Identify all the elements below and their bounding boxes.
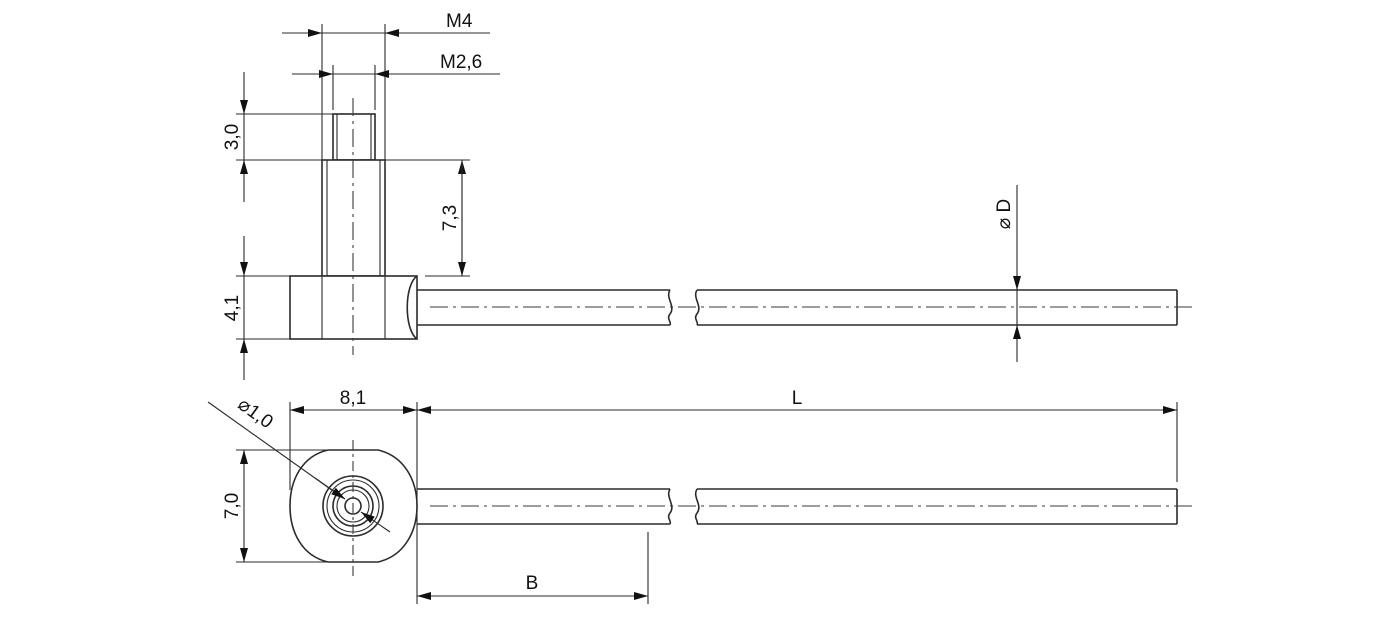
side-view <box>236 24 1193 380</box>
label-diameter-1-0: ⌀1,0 <box>234 394 277 433</box>
label-7-3: 7,3 <box>440 205 461 231</box>
dim-1-0-arrow-out <box>360 511 391 533</box>
cable-break-right <box>694 289 700 326</box>
label-length-l: L <box>792 388 803 409</box>
cable-top-break-right <box>694 488 700 525</box>
label-diameter-d: ⌀ D <box>994 199 1015 229</box>
label-7-0: 7,0 <box>222 493 243 519</box>
pin-thread-m26 <box>332 113 376 161</box>
cable-break-left <box>667 289 673 326</box>
label-8-1: 8,1 <box>340 388 366 409</box>
cable-top-break-left <box>667 488 673 525</box>
label-3-0: 3,0 <box>222 124 243 150</box>
label-m2-6: M2,6 <box>440 52 482 73</box>
head-cable-exit-arc <box>406 275 418 340</box>
dim-1-0-arrow-in <box>314 477 346 500</box>
top-view <box>207 401 1193 604</box>
label-m4: M4 <box>446 11 473 32</box>
label-4-1: 4,1 <box>222 295 243 321</box>
label-length-b: B <box>526 573 539 594</box>
